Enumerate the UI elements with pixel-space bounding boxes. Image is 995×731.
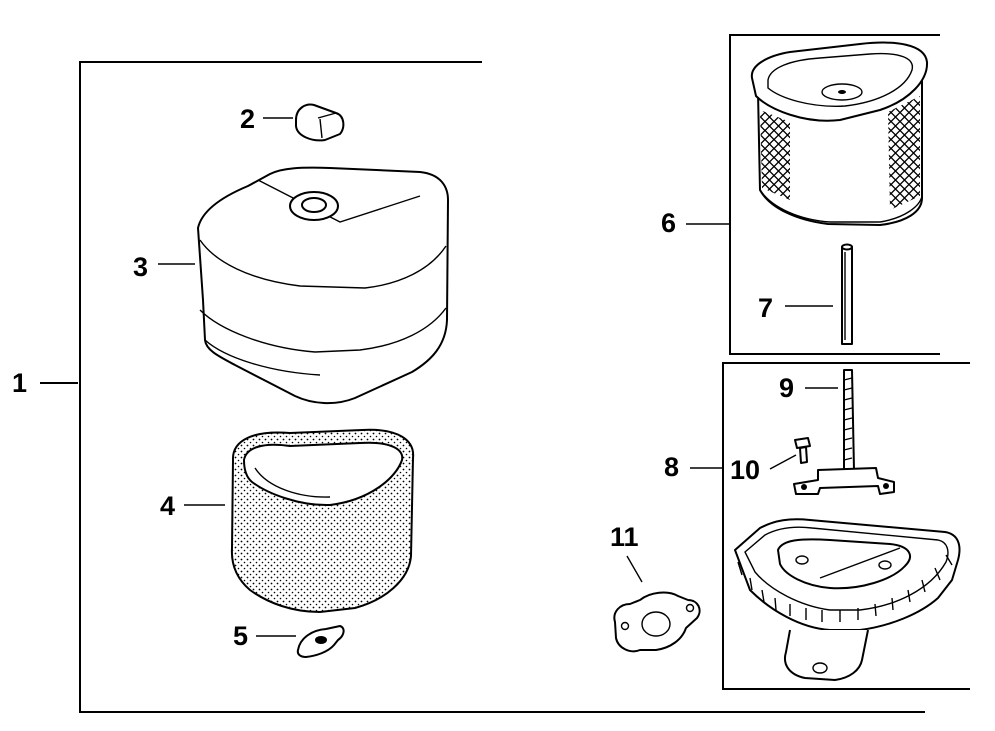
group-box-6 (729, 34, 940, 355)
callout-8: 8 (664, 452, 679, 482)
rod-icon (841, 243, 853, 345)
callout-9: 9 (779, 373, 794, 403)
group-box-8 (722, 362, 970, 690)
paper-filter-element-icon (750, 41, 929, 227)
wing-nut-icon (296, 625, 345, 658)
callout-7: 7 (758, 293, 773, 323)
foam-precleaner-icon (230, 428, 415, 614)
callout-2: 2 (240, 104, 255, 134)
callout-11: 11 (610, 522, 639, 552)
stud-icon (793, 369, 895, 495)
callout-1: 1 (12, 368, 27, 398)
callout-3: 3 (133, 252, 148, 282)
gasket-icon (613, 591, 701, 653)
group-bracket-1 (79, 61, 925, 713)
air-cleaner-base-icon (734, 518, 961, 681)
screw-icon (794, 437, 811, 464)
callout-5: 5 (233, 621, 248, 651)
cover-knob-icon (295, 103, 345, 142)
callout-4: 4 (160, 491, 175, 521)
callout-6: 6 (661, 208, 676, 238)
callout-10: 10 (730, 455, 760, 485)
air-cleaner-cover-icon (197, 166, 449, 404)
